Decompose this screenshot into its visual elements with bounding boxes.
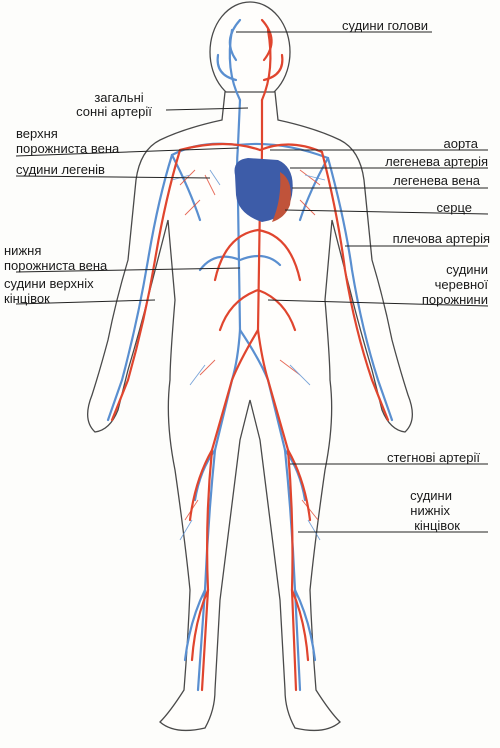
carotid-arteries-label-line2: сонні артерії [76,104,152,119]
heart-label: серце [436,200,473,215]
abdominal-vessels-label-line2: черевної [434,277,488,292]
abdominal-vessels-label-line3: порожнини [421,292,488,307]
aorta-label: аорта [443,136,478,151]
superior-vena-cava-label-line1: верхня [16,126,58,141]
superior-vena-cava-label-line2: порожниста вена [16,141,120,156]
heart-icon [234,158,293,222]
upper-limb-vessels-label-line2: кінцівок [4,291,50,306]
femoral-arteries-label: стегнові артерії [386,450,480,465]
inferior-vena-cava-label-line2: порожниста вена [4,258,108,273]
lung-vessels-label: судини легенів [16,162,105,177]
pulmonary-artery-label: легенева артерія [385,154,488,169]
pulmonary-vein-label: легенева вена [393,173,480,188]
leader-lines [15,31,489,533]
inferior-vena-cava-label-line1: нижня [4,243,42,258]
lower-limb-vessels-label-line2: нижніх [410,503,450,518]
abdominal-vessels-label-line1: судини [446,262,488,277]
arteries [110,18,390,692]
carotid-arteries-label-line1: загальні [94,90,144,105]
lower-limb-vessels-label-line1: судини [410,488,452,503]
upper-limb-vessels-label-line1: судини верхніх [4,276,94,291]
head-vessels-label: судини голови [342,18,428,33]
lower-limb-vessels-label-line3: кінцівок [414,518,460,533]
brachial-artery-label: плечова артерія [392,231,490,246]
